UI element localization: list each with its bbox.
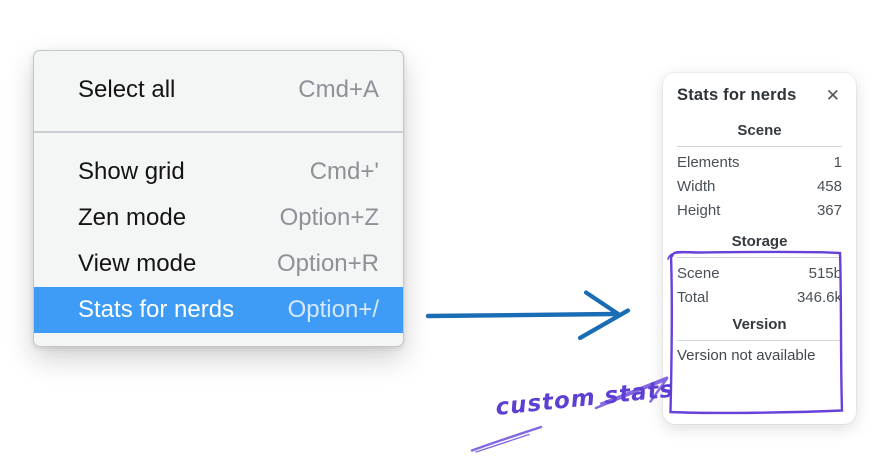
menu-item-shortcut: Option+R [276, 250, 379, 277]
menu-item-label: Zen mode [78, 204, 187, 231]
stat-label: Elements [677, 153, 740, 171]
close-icon[interactable]: ✕ [825, 86, 840, 105]
stats-panel-header: Stats for nerds ✕ [677, 85, 842, 106]
context-menu: Select all Cmd+A Show grid Cmd+' Zen mod… [33, 50, 404, 347]
stat-row-width: Width 458 [677, 174, 842, 198]
stat-label: Scene [677, 264, 720, 282]
section-heading-storage: Storage [731, 233, 788, 250]
menu-item-shortcut: Option+/ [287, 296, 379, 323]
version-not-available-text: Version not available [677, 347, 816, 364]
menu-item-shortcut: Cmd+A [298, 76, 379, 103]
stat-value: 346.6k [796, 288, 842, 306]
menu-item-view-mode[interactable]: View mode Option+R [34, 241, 403, 287]
stats-panel-title: Stats for nerds [677, 86, 797, 104]
stat-label: Total [677, 288, 709, 306]
section-divider [677, 340, 842, 341]
stat-row-elements: Elements 1 [677, 150, 842, 174]
annotation-custom-stats-label: custom stats [494, 376, 676, 421]
stat-value: 367 [816, 201, 842, 219]
menu-item-shortcut: Option+Z [279, 204, 379, 231]
menu-item-select-all[interactable]: Select all Cmd+A [34, 67, 403, 113]
stat-value: 458 [816, 177, 842, 195]
stat-value: 515b [808, 264, 842, 282]
stat-value: 1 [833, 153, 842, 171]
stat-label: Width [677, 177, 716, 195]
stat-row-total-size: Total 346.6k [677, 285, 842, 309]
menu-item-show-grid[interactable]: Show grid Cmd+' [34, 149, 403, 195]
menu-item-stats-for-nerds[interactable]: Stats for nerds Option+/ [34, 287, 403, 333]
stat-label: Height [677, 201, 721, 219]
section-divider [677, 146, 842, 147]
menu-item-shortcut: Cmd+' [309, 158, 379, 185]
section-divider [677, 257, 842, 258]
menu-item-label: Stats for nerds [78, 296, 235, 323]
blue-arrow [425, 290, 631, 341]
menu-item-label: Show grid [78, 158, 185, 185]
menu-divider [34, 131, 403, 133]
menu-item-label: Select all [78, 76, 176, 103]
stat-row-scene-size: Scene 515b [677, 261, 842, 285]
menu-item-label: View mode [78, 250, 197, 277]
section-heading-scene: Scene [737, 122, 782, 139]
stats-panel: Stats for nerds ✕ Scene Elements 1 Width… [663, 73, 856, 424]
menu-item-zen-mode[interactable]: Zen mode Option+Z [34, 195, 403, 241]
section-heading-version: Version [732, 316, 787, 333]
stat-row-height: Height 367 [677, 198, 842, 222]
